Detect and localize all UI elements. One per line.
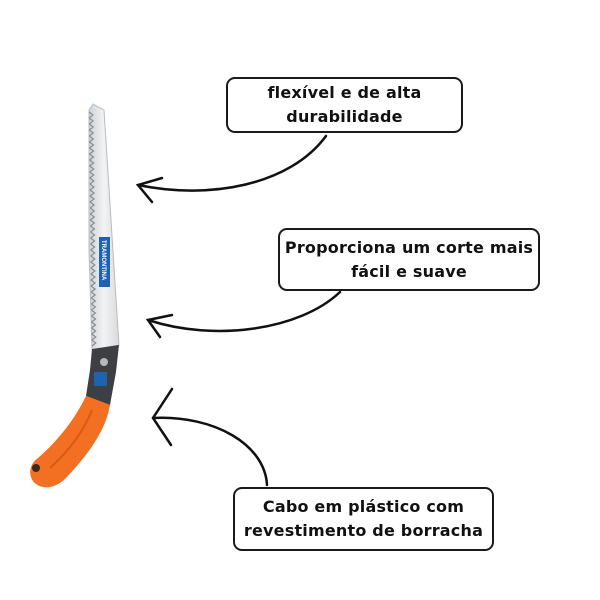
brand-badge: TRAMONTINA xyxy=(99,237,110,287)
saw-blade xyxy=(88,103,120,351)
callout-text: durabilidade xyxy=(286,107,403,126)
callout-text: Proporciona um corte mais xyxy=(284,237,534,257)
saw-handle xyxy=(30,396,110,488)
saw-guard xyxy=(86,345,119,405)
callout-text: fácil e suave xyxy=(351,261,467,281)
callout-handle: Cabo em plástico com revestimento de borr… xyxy=(233,487,494,551)
callout-text: revestimento de borracha xyxy=(243,521,484,540)
callout-text: flexível e de alta xyxy=(267,83,422,102)
arrow-to-blade-tip xyxy=(135,134,328,204)
arrow-to-blade-teeth xyxy=(145,290,342,339)
callout-cutting: Proporciona um corte mais fácil e suave xyxy=(278,228,540,291)
callout-text: Cabo em plástico com xyxy=(262,497,465,516)
callout-blade-durability: flexível e de alta durabilidade xyxy=(226,77,463,133)
svg-text:TRAMONTINA: TRAMONTINA xyxy=(100,240,106,281)
arrow-to-handle xyxy=(151,387,269,487)
